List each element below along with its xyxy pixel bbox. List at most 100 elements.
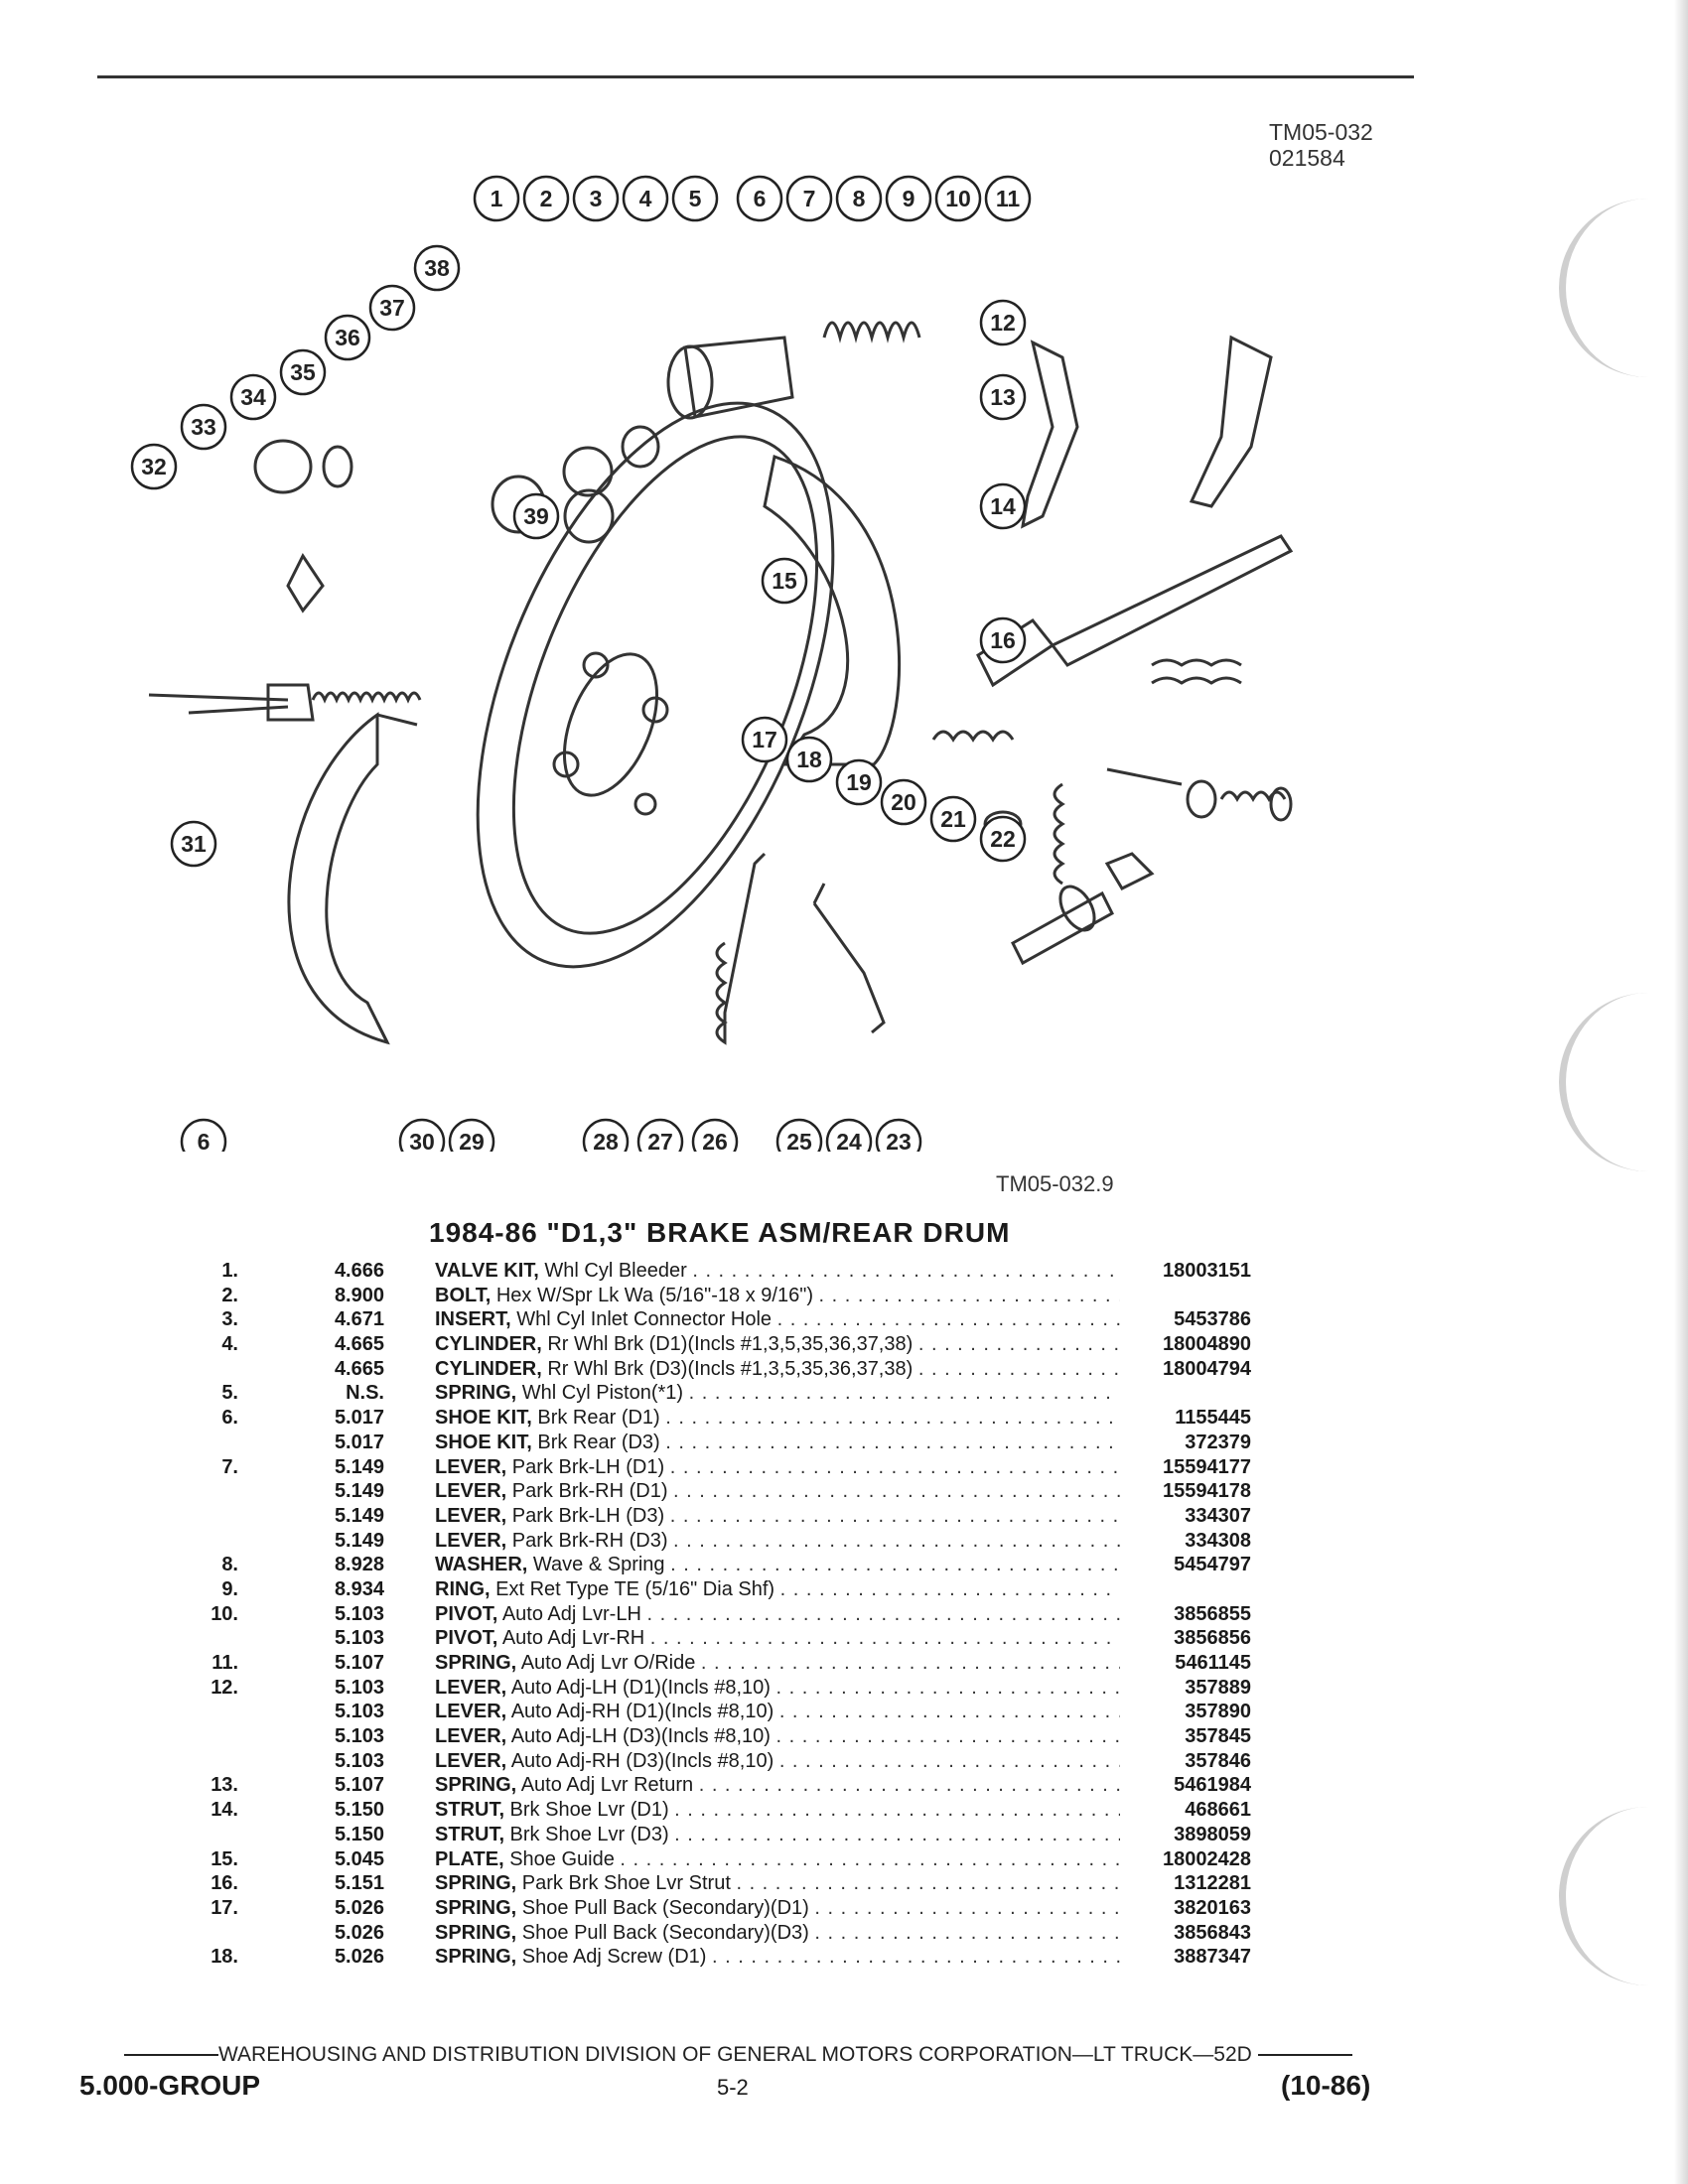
callout-circle [413,244,461,292]
callout-circle [736,175,783,222]
part-number: 334308 [1185,1529,1251,1552]
callout-number: 4 [639,186,652,211]
part-number: 5453786 [1174,1308,1251,1331]
callout-number: 32 [141,454,167,479]
part-name: LEVER, [435,1480,507,1503]
part-number: 468661 [1185,1799,1251,1822]
backing-plate [476,401,835,969]
item-number: 10. [211,1602,238,1625]
callout-circle [984,175,1032,222]
callout-number: 6 [754,186,767,211]
callout-number: 5 [689,186,702,211]
part-detail: Shoe Pull Back (Secondary)(D1) [516,1896,809,1919]
callout-circle [775,1118,823,1152]
group-number: 5.103 [334,1627,384,1650]
leader-dots: . . . . . . . . . . . . . . . . . . . . … [692,1260,1120,1282]
callout-number: 15 [772,568,797,594]
footer-date: (10-86) [1281,2070,1371,2101]
leader-dots: . . . . . . . . . . . . . . . . . . . . … [688,1382,1120,1405]
leader-dots: . . . . . . . . . . . . . . . . . . . . … [669,1455,1120,1478]
callout-circle [180,1118,227,1152]
callout-circle [875,1118,922,1152]
callout-circle [979,299,1027,346]
callout-number: 29 [459,1129,485,1152]
leader-dots: . . . . . . . . . . . . . . . . . . . . … [814,1896,1120,1919]
part-description: RING, Ext Ret Type TE (5/16" Dia Shf) . … [435,1577,1120,1601]
callout-circle [741,716,788,763]
item-number: 1. [221,1260,238,1282]
part-name: SHOE KIT, [435,1431,532,1453]
part-name: SPRING, [435,1896,517,1919]
group-number: 5.103 [334,1676,384,1699]
item-number: 5. [221,1382,238,1405]
part-number: 357889 [1185,1676,1251,1699]
part-description: SPRING, Shoe Pull Back (Secondary)(D3) .… [435,1921,1120,1945]
callout-number: 14 [990,493,1016,519]
callout-circle [279,348,327,396]
part-description: SPRING, Auto Adj Lvr O/Ride . . . . . . … [435,1651,1120,1675]
group-number: 5.026 [334,1896,384,1919]
item-number: 8. [221,1554,238,1576]
part-number: 1155445 [1175,1407,1251,1430]
part-detail: Auto Adj Lvr-RH [497,1627,645,1650]
group-number: N.S. [346,1382,384,1405]
callout-number: 24 [836,1129,862,1152]
item-number: 2. [221,1284,238,1306]
doc-code: TM05-032 [1269,119,1373,145]
footer-division: WAREHOUSING AND DISTRIBUTION DIVISION OF… [124,2043,1352,2067]
callout-circle [825,1118,873,1152]
item-number: 16. [211,1872,238,1895]
part-number: 3898059 [1174,1823,1251,1845]
part-number: 372379 [1185,1431,1251,1453]
leader-dots: . . . . . . . . . . . . . . . . . . . . … [669,1504,1120,1527]
part-number: 357890 [1185,1701,1251,1723]
part-description: LEVER, Auto Adj-RH (D1)(Incls #8,10) . .… [435,1700,1120,1723]
group-number: 5.017 [334,1407,384,1430]
item-number: 18. [211,1946,238,1969]
callout-number: 2 [540,186,553,211]
part-name: PLATE, [435,1847,504,1870]
park-lever [1021,340,1079,529]
callout-circle [229,373,277,421]
actuator-link [812,883,886,1034]
part-number: 18004794 [1163,1357,1251,1380]
leader-dots: . . . . . . . . . . . . . . . . . . . . … [674,1799,1120,1822]
part-name: SPRING, [435,1872,517,1895]
part-detail: Auto Adj-RH (D3)(Incls #8,10) [506,1749,774,1772]
footer-division-text: WAREHOUSING AND DISTRIBUTION DIVISION OF… [218,2043,1252,2066]
parts-table-title: 1984-86 "D1,3" BRAKE ASM/REAR DRUM [429,1217,1011,1248]
callout-circle [979,482,1027,530]
callout-circle [979,373,1027,421]
item-number: 14. [211,1799,238,1822]
leader-dots: . . . . . . . . . . . . . . . . . . . . … [736,1872,1120,1895]
callout-number: 17 [752,727,777,752]
part-name: BOLT, [435,1284,492,1306]
part-detail: Auto Adj-LH (D1)(Incls #8,10) [506,1676,771,1699]
leader-dots: . . . . . . . . . . . . . . . . . . . . … [917,1357,1120,1380]
part-description: CYLINDER, Rr Whl Brk (D1)(Incls #1,3,5,3… [435,1332,1120,1356]
item-number: 3. [221,1308,238,1331]
leader-dots: . . . . . . . . . . . . . . . . . . . . … [646,1602,1120,1625]
group-number: 5.149 [334,1529,384,1552]
part-description: STRUT, Brk Shoe Lvr (D3) . . . . . . . .… [435,1823,1120,1846]
parking-cable [148,693,289,715]
nut [253,439,313,494]
group-number: 4.666 [334,1260,384,1282]
callout-circle [398,1118,446,1152]
part-number: 357845 [1185,1725,1251,1748]
group-number: 5.149 [334,1455,384,1478]
part-number: 3856843 [1174,1921,1251,1944]
part-number: 357846 [1185,1749,1251,1772]
footer-group: 5.000-GROUP [79,2070,261,2101]
callout-circle [929,795,977,843]
leader-dots: . . . . . . . . . . . . . . . . . . . . … [673,1529,1120,1552]
part-name: SPRING, [435,1946,517,1969]
callout-circle [636,1118,684,1152]
part-name: INSERT, [435,1308,511,1331]
